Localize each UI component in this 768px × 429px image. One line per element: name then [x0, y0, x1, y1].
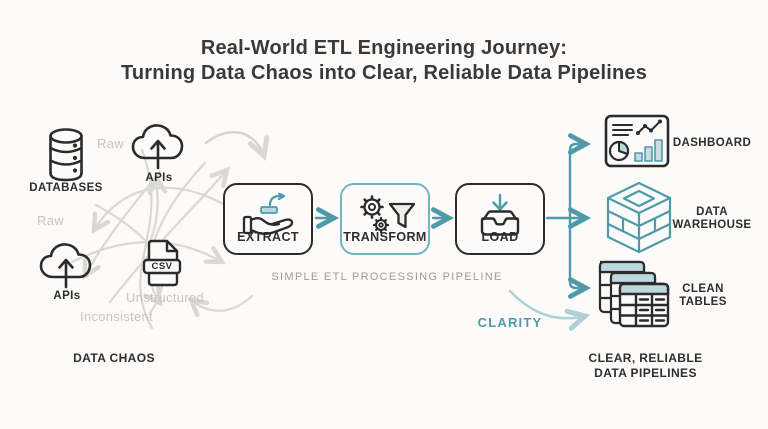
dashboard-label: DASHBOARD	[672, 137, 752, 149]
clean-tables-icon	[598, 260, 670, 328]
transform-stage-box: TRANSFORM	[340, 183, 430, 255]
databases-label: DATABASES	[29, 182, 103, 194]
cloud-upload-icon	[39, 243, 92, 289]
data-chaos-caption: DATA CHAOS	[73, 351, 155, 365]
extract-stage-box: EXTRACT	[223, 183, 313, 255]
outputs-caption-line-2: DATA PIPELINES	[594, 366, 697, 380]
title-line-1: Real-World ETL Engineering Journey:	[200, 37, 568, 59]
clean-tables-label: CLEAN TABLES	[679, 283, 727, 308]
load-stage-box: LOAD	[455, 183, 545, 255]
outputs-caption: CLEAR, RELIABLE DATA PIPELINES	[583, 351, 708, 381]
extract-hand-icon	[225, 193, 311, 235]
page-title: Real-World ETL Engineering Journey: Turn…	[0, 36, 768, 86]
pipeline-flow-arrows	[314, 133, 592, 299]
raw-label-top: Raw	[97, 136, 124, 151]
transform-label: TRANSFORM	[343, 230, 427, 244]
extract-label: EXTRACT	[237, 230, 299, 244]
apis-top-label: APIs	[145, 172, 173, 184]
csv-badge-label: CSV	[151, 261, 173, 272]
pipeline-caption: SIMPLE ETL PROCESSING PIPELINE	[271, 271, 503, 283]
clarity-label: CLARITY	[477, 315, 543, 330]
outputs-caption-line-1: CLEAR, RELIABLE	[588, 351, 703, 365]
data-warehouse-label: DATA WAREHOUSE	[672, 206, 752, 231]
chaos-tangle-arrows	[70, 148, 254, 330]
database-icon	[49, 128, 83, 182]
dashboard-icon	[604, 114, 670, 168]
transform-gears-funnel-icon	[342, 193, 428, 235]
unstructured-label: Unstructured	[126, 290, 205, 305]
csv-file-icon	[142, 239, 182, 287]
raw-label-left: Raw	[37, 213, 64, 228]
chaos-to-extract-arrow	[204, 130, 270, 161]
inconsistent-label: Inconsistent	[80, 309, 153, 324]
clarity-arrow	[508, 289, 591, 331]
title-line-2: Turning Data Chaos into Clear, Reliable …	[120, 62, 648, 84]
apis-bottom-label: APIs	[53, 290, 81, 302]
cloud-upload-icon	[131, 124, 184, 170]
data-warehouse-icon	[606, 181, 672, 254]
load-inbox-icon	[457, 193, 543, 237]
